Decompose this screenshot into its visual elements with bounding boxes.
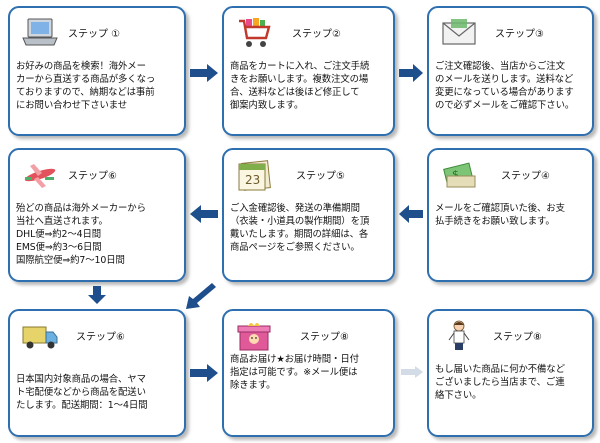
step-1-title: ステップ ① — [68, 29, 121, 40]
svg-text:23: 23 — [245, 173, 260, 187]
step-6-title: ステップ⑥ — [68, 171, 117, 182]
arrow-step8-to-step9 — [401, 366, 423, 378]
step-8-text: 商品お届け★お届け時間・日付 指定は可能です。※メール便は 除きます。 — [230, 354, 359, 391]
arrow-diagonal-to-truck-step — [186, 283, 216, 309]
gift-box-icon — [234, 319, 274, 353]
step-1-text: お好みの商品を検索！海外メー カーから直送する商品が多くなっ ておりますので、納… — [16, 61, 156, 111]
step-1-box: ステップ ① お好みの商品を検索！海外メー カーから直送する商品が多くなっ てお… — [8, 6, 186, 136]
arrow-step7-to-step8 — [190, 364, 218, 382]
step-9-box: ステップ⑧ もし届いた商品に何か不備など ございましたら当店まで、ご連 絡下さい… — [427, 309, 594, 437]
step-2-title: ステップ② — [292, 29, 341, 40]
envelope-icon — [439, 16, 479, 50]
step-4-text: メールをご確認頂いた後、お支 払手続きをお願い致します。 — [435, 203, 565, 227]
step-3-title: ステップ③ — [495, 29, 544, 40]
step-8-title: ステップ⑧ — [300, 332, 349, 343]
step-6-box: ステップ⑥ 殆どの商品は海外メーカーから 当社へ直送されます。 DHL便⇒約2～… — [8, 148, 186, 282]
step-9-title: ステップ⑧ — [493, 332, 542, 343]
step-2-text: 商品をカートに入れ、ご注文手続 きをお願いします。複数注文の場 合、送料などは後… — [230, 61, 370, 111]
step-6-text: 殆どの商品は海外メーカーから 当社へ直送されます。 DHL便⇒約2～4日間 EM… — [16, 203, 146, 266]
arrow-step4-to-step5 — [399, 205, 423, 223]
step-7-title: ステップ⑥ — [76, 332, 125, 343]
step-3-text: ご注文確認後、当店からご注文 のメールを送りします。送料など 変更になっている場… — [435, 61, 575, 111]
arrow-step5-to-step6 — [190, 205, 218, 223]
step-5-box: 23 ステップ⑤ ご入金確認後、発送の準備期間 （衣装・小道具の製作期間）を頂 … — [222, 148, 395, 282]
step-9-text: もし届いた商品に何か不備など ございましたら当店まで、ご連 絡下さい。 — [435, 364, 565, 401]
step-5-title: ステップ⑤ — [296, 171, 345, 182]
svg-text:$: $ — [452, 168, 459, 181]
step-3-box: ステップ③ ご注文確認後、当店からご注文 のメールを送りします。送料など 変更に… — [427, 6, 594, 136]
calendar-icon: 23 — [234, 158, 274, 192]
step-4-title: ステップ④ — [501, 171, 550, 182]
shopping-cart-icon — [234, 16, 274, 50]
step-7-text: 日本国内対象商品の場合、ヤマ ト宅配便などから商品を配送い たします。配送期間：… — [16, 374, 148, 411]
arrow-step1-to-step2 — [190, 64, 218, 82]
truck-icon — [20, 319, 60, 353]
step-5-text: ご入金確認後、発送の準備期間 （衣装・小道具の製作期間）を頂 戴いたします。期間… — [230, 203, 370, 253]
airplane-icon — [20, 158, 60, 192]
money-icon: $ — [439, 158, 479, 192]
person-icon — [439, 319, 479, 353]
arrow-step2-to-step3 — [399, 64, 423, 82]
step-7-box: ステップ⑥ 日本国内対象商品の場合、ヤマ ト宅配便などから商品を配送い たします… — [8, 309, 186, 437]
step-2-box: ステップ② 商品をカートに入れ、ご注文手続 きをお願いします。複数注文の場 合、… — [222, 6, 395, 136]
laptop-icon — [20, 16, 60, 50]
arrow-down-to-truck-step — [88, 286, 106, 304]
step-4-box: $ ステップ④ メールをご確認頂いた後、お支 払手続きをお願い致します。 — [427, 148, 594, 282]
step-8-box: ステップ⑧ 商品お届け★お届け時間・日付 指定は可能です。※メール便は 除きます… — [222, 309, 395, 437]
